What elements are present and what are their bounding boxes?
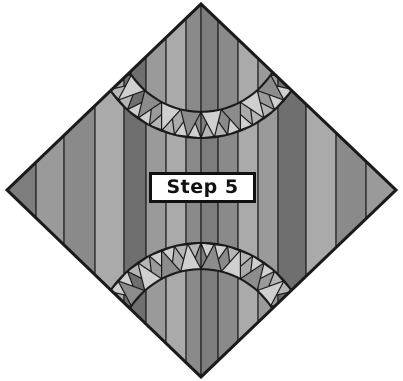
strip [64,0,95,381]
strip [258,0,278,381]
strip [366,0,396,381]
strip [336,0,366,381]
strip [278,0,306,381]
strip [7,0,36,381]
strip [95,0,124,381]
strip [36,0,64,381]
strip [306,0,336,381]
step-label: Step 5 [149,172,256,203]
strip [124,0,146,381]
